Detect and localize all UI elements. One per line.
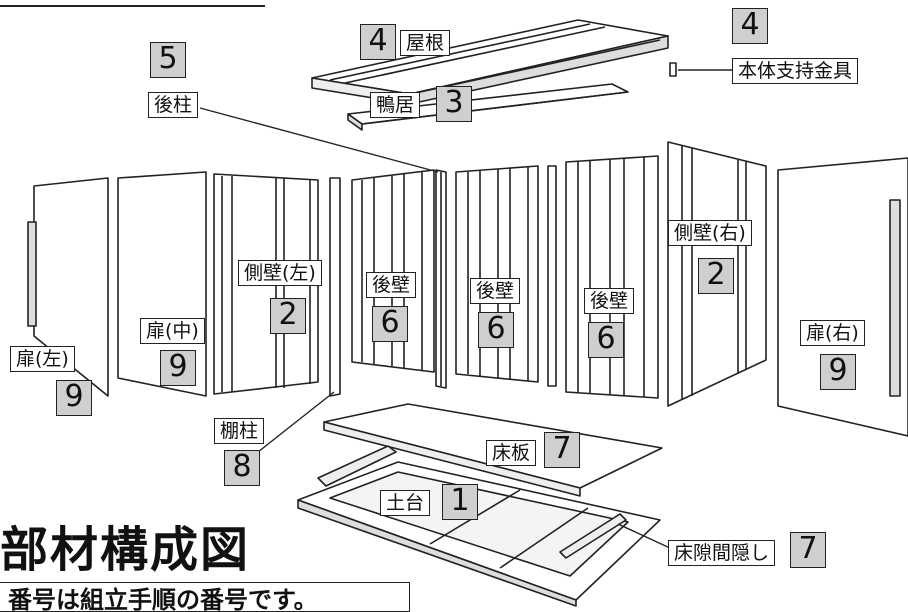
door-left-part (27, 177, 109, 397)
bracket-label: 本体支持金具 (732, 58, 859, 84)
door-left-label: 扉(左) (10, 346, 75, 372)
rear-post-number: 5 (150, 42, 186, 78)
door-right-label: 扉(右) (800, 320, 865, 346)
floor-board-label: 床板 (486, 440, 537, 466)
floor-gap-cover-part (559, 513, 627, 559)
shelf-post-part (329, 177, 341, 397)
back-wall-2-label: 後壁 (470, 278, 521, 304)
back-wall-1-label: 後壁 (366, 272, 417, 298)
door-left-number: 9 (56, 380, 92, 416)
roof-number: 4 (360, 24, 396, 60)
back-wall-3-part (565, 155, 659, 399)
bracket-part (669, 62, 677, 77)
door-right-part (777, 157, 908, 437)
base-rail-left (317, 445, 397, 487)
leader-rear-post (199, 107, 439, 173)
back-wall-2-part (455, 165, 539, 383)
lintel-label: 鴨居 (370, 92, 421, 118)
leader-shelf-post (257, 391, 335, 453)
floor-gap-cover-label: 床隙間隠し (668, 540, 776, 566)
side-wall-right-number: 2 (698, 258, 734, 294)
floor-board-number: 7 (544, 432, 580, 468)
side-wall-left-label: 側壁(左) (238, 260, 322, 286)
shelf-post-label: 棚柱 (214, 418, 265, 444)
door-right-number: 9 (820, 354, 856, 390)
rear-post-label: 後柱 (148, 92, 199, 118)
side-wall-right-label: 側壁(右) (668, 220, 752, 246)
assembly-note: 番号は組立手順の番号です。 (0, 582, 410, 612)
door-middle-number: 9 (160, 350, 196, 386)
leader-floor-gap-cover (617, 523, 671, 549)
lintel-number: 3 (436, 86, 472, 122)
back-wall-3-label: 後壁 (584, 288, 635, 314)
back-wall-3-number: 6 (588, 322, 624, 358)
floor-gap-cover-number: 7 (790, 532, 826, 568)
diagram-title: 部材構成図 (0, 522, 251, 578)
shelf-post-number: 8 (224, 450, 260, 486)
back-wall-2-number: 6 (478, 312, 514, 348)
joint-post-part (547, 165, 557, 387)
roof-label: 屋根 (400, 30, 451, 56)
base-label: 土台 (380, 490, 431, 516)
base-number: 1 (442, 484, 478, 520)
back-wall-1-number: 6 (372, 306, 408, 342)
bracket-number: 4 (732, 8, 768, 44)
rear-post-part (435, 169, 447, 389)
door-middle-label: 扉(中) (140, 318, 205, 344)
side-wall-left-number: 2 (270, 298, 306, 334)
